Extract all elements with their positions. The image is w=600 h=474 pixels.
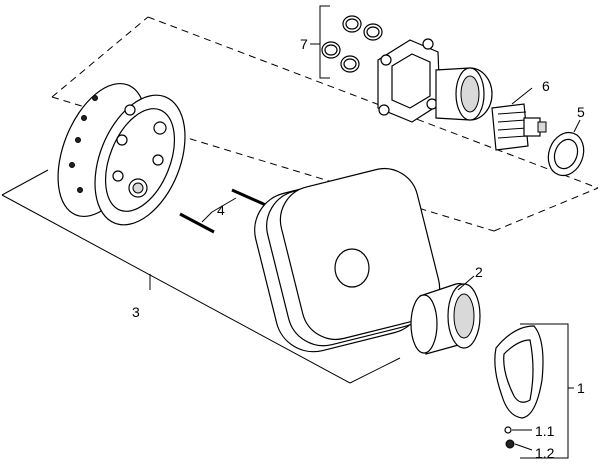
- label-6: 6: [542, 78, 550, 94]
- part-7-o-rings: [310, 5, 383, 79]
- valve-body: [377, 38, 493, 123]
- label-3: 3: [132, 304, 140, 320]
- part-4-screws: [179, 188, 269, 234]
- callout-labels: 7 6 5 4 3 2 1 1.1 1.2: [132, 36, 585, 461]
- mounting-flange: [57, 82, 186, 226]
- part-5-ring-nut: [547, 119, 585, 177]
- bracket-part-3: [1, 169, 401, 384]
- label-2: 2: [475, 264, 483, 280]
- label-7: 7: [300, 36, 308, 52]
- part-2-sleeve: [410, 275, 481, 355]
- label-1-2: 1.2: [535, 445, 555, 461]
- label-4: 4: [217, 202, 225, 218]
- cover-plate: [254, 167, 441, 353]
- label-1-1: 1.1: [535, 423, 555, 439]
- label-1: 1: [577, 380, 585, 396]
- part-1-handle: [494, 323, 574, 459]
- part-6-cartridge: [491, 87, 547, 151]
- label-5: 5: [577, 104, 585, 120]
